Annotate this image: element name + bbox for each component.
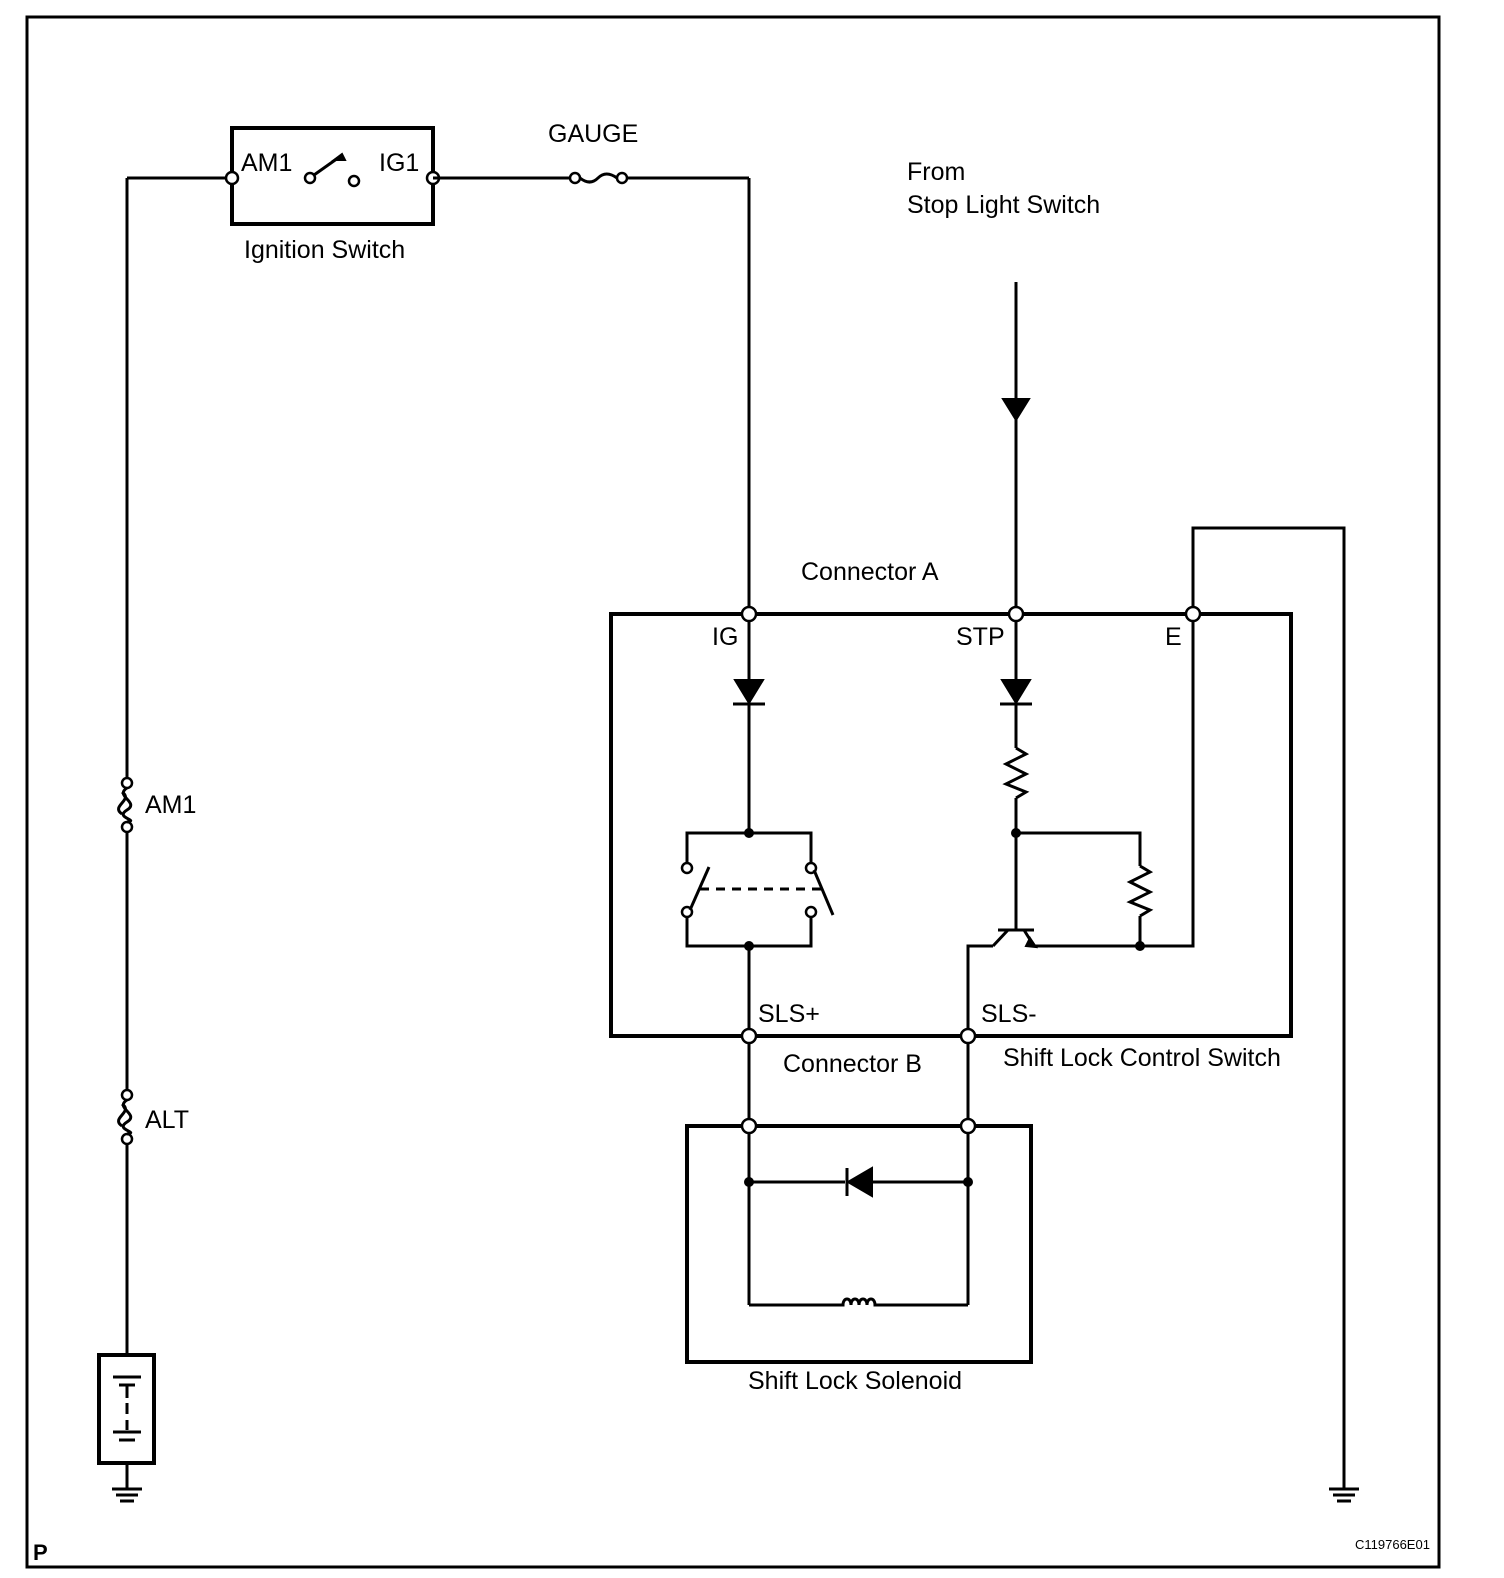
outer-frame <box>25 15 1441 1569</box>
resistor-2-icon <box>1126 864 1154 918</box>
gauge-fuse-icon <box>568 171 629 185</box>
sls-plus-label: SLS+ <box>758 1000 820 1028</box>
ig1-terminal-label: IG1 <box>379 149 419 177</box>
dual-switch-icon <box>680 831 835 948</box>
arrow-down-icon <box>1001 398 1031 422</box>
sls-plus-terminal <box>740 1027 758 1045</box>
ig-terminal-label: IG <box>712 623 738 651</box>
diode-stp-icon <box>1000 679 1032 706</box>
alt-fusible-link <box>117 1088 134 1146</box>
stp-terminal <box>1007 605 1025 623</box>
resistor-1-icon <box>1002 746 1030 800</box>
connector-b-label: Connector B <box>783 1050 922 1078</box>
e-terminal-label: E <box>1165 623 1182 651</box>
e-terminal <box>1184 605 1202 623</box>
stop-light-switch-label: Stop Light Switch <box>907 191 1100 219</box>
am1-fusible-link <box>117 776 134 834</box>
ig-terminal <box>740 605 758 623</box>
diode-ig-icon <box>733 679 765 706</box>
from-label: From <box>907 158 965 186</box>
shift-lock-control-switch-box <box>609 612 1293 1038</box>
figure-code: C119766E01 <box>1355 1537 1430 1552</box>
connector-a-label: Connector A <box>801 558 939 586</box>
am1-fuse-label: AM1 <box>145 791 196 819</box>
ignition-switch-label: Ignition Switch <box>244 236 405 264</box>
corner-mark: P <box>33 1540 48 1565</box>
alt-fuse-label: ALT <box>145 1106 189 1134</box>
solenoid-coil-icon <box>838 1297 882 1307</box>
shift-lock-solenoid-label: Shift Lock Solenoid <box>748 1367 962 1395</box>
ground-wire <box>1191 526 1346 1488</box>
ground-icon-battery <box>112 1487 142 1503</box>
ground-icon-right <box>1329 1487 1359 1503</box>
diode-solenoid-icon <box>845 1166 873 1198</box>
sls-minus-label: SLS- <box>981 1000 1037 1028</box>
shift-lock-solenoid-box <box>685 1124 1033 1364</box>
main-power-wire <box>125 176 232 1355</box>
shift-lock-control-switch-label: Shift Lock Control Switch <box>1003 1044 1281 1072</box>
sls-minus-terminal <box>959 1027 977 1045</box>
am1-terminal-label: AM1 <box>241 149 292 177</box>
battery-icon <box>97 1353 156 1488</box>
gauge-fuse-label: GAUGE <box>548 120 638 148</box>
stp-terminal-label: STP <box>956 623 1005 651</box>
transistor-icon <box>991 928 1039 949</box>
